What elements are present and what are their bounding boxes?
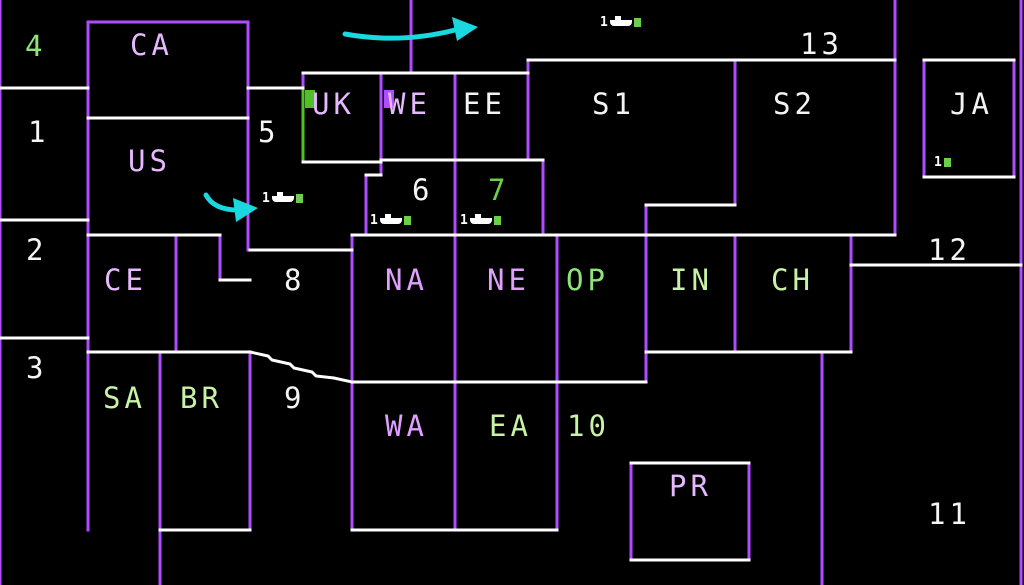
unit-count: 1 (600, 15, 608, 30)
move-arrow-icon (203, 192, 241, 213)
region-we[interactable]: WE (388, 87, 431, 121)
region-9[interactable]: 9 (284, 381, 306, 415)
unit-marker-6[interactable]: 1 (370, 213, 411, 228)
arrowhead-icon (452, 17, 478, 41)
flag-icon (403, 216, 411, 225)
region-sa[interactable]: SA (103, 381, 146, 415)
region-ca[interactable]: CA (130, 28, 173, 62)
arrowhead-icon (233, 198, 258, 222)
region-in[interactable]: IN (670, 263, 713, 297)
unit-count: 1 (262, 191, 270, 206)
unit-marker-7[interactable]: 1 (460, 213, 501, 228)
region-4[interactable]: 4 (25, 29, 47, 63)
region-6[interactable]: 6 (412, 173, 434, 207)
unit-marker-top[interactable]: 1 (600, 15, 641, 30)
region-8[interactable]: 8 (284, 263, 306, 297)
region-7[interactable]: 7 (488, 173, 510, 207)
flag-icon (633, 18, 641, 27)
unit-count: 1 (460, 213, 468, 228)
ship-icon (379, 213, 402, 224)
region-wa[interactable]: WA (385, 409, 428, 443)
ship-icon (609, 15, 632, 26)
region-op[interactable]: OP (566, 263, 609, 297)
region-11[interactable]: 11 (928, 497, 971, 531)
move-arrow-icon (342, 27, 458, 41)
region-ee[interactable]: EE (463, 87, 506, 121)
flag-icon (943, 158, 951, 167)
region-pr[interactable]: PR (669, 469, 712, 503)
uk-faction-marker (305, 90, 315, 108)
region-5[interactable]: 5 (258, 115, 280, 149)
we-faction-marker (384, 90, 394, 108)
region-13[interactable]: 13 (800, 27, 843, 61)
region-10[interactable]: 10 (567, 409, 610, 443)
region-ne[interactable]: NE (487, 263, 530, 297)
flag-icon (295, 194, 303, 203)
region-ch[interactable]: CH (771, 263, 814, 297)
flag-icon (493, 216, 501, 225)
region-ce[interactable]: CE (104, 263, 147, 297)
arrow-top (342, 17, 478, 41)
unit-count: 1 (934, 155, 942, 170)
region-1[interactable]: 1 (28, 115, 50, 149)
region-s2[interactable]: S2 (773, 87, 816, 121)
ship-icon (271, 191, 294, 202)
region-uk[interactable]: UK (312, 87, 355, 121)
region-br[interactable]: BR (180, 381, 223, 415)
region-3[interactable]: 3 (26, 351, 48, 385)
region-us[interactable]: US (128, 144, 171, 178)
unit-count: 1 (370, 213, 378, 228)
arrow-mid (203, 192, 258, 222)
unit-marker-ja[interactable]: 1 (934, 156, 951, 169)
ship-icon (469, 213, 492, 224)
region-na[interactable]: NA (385, 263, 428, 297)
region-2[interactable]: 2 (26, 233, 48, 267)
region-ja[interactable]: JA (950, 87, 993, 121)
white-borders (0, 58, 1023, 562)
region-s1[interactable]: S1 (592, 87, 635, 121)
region-12[interactable]: 12 (928, 233, 971, 267)
region-ea[interactable]: EA (489, 409, 532, 443)
unit-marker-mid[interactable]: 1 (262, 191, 303, 206)
